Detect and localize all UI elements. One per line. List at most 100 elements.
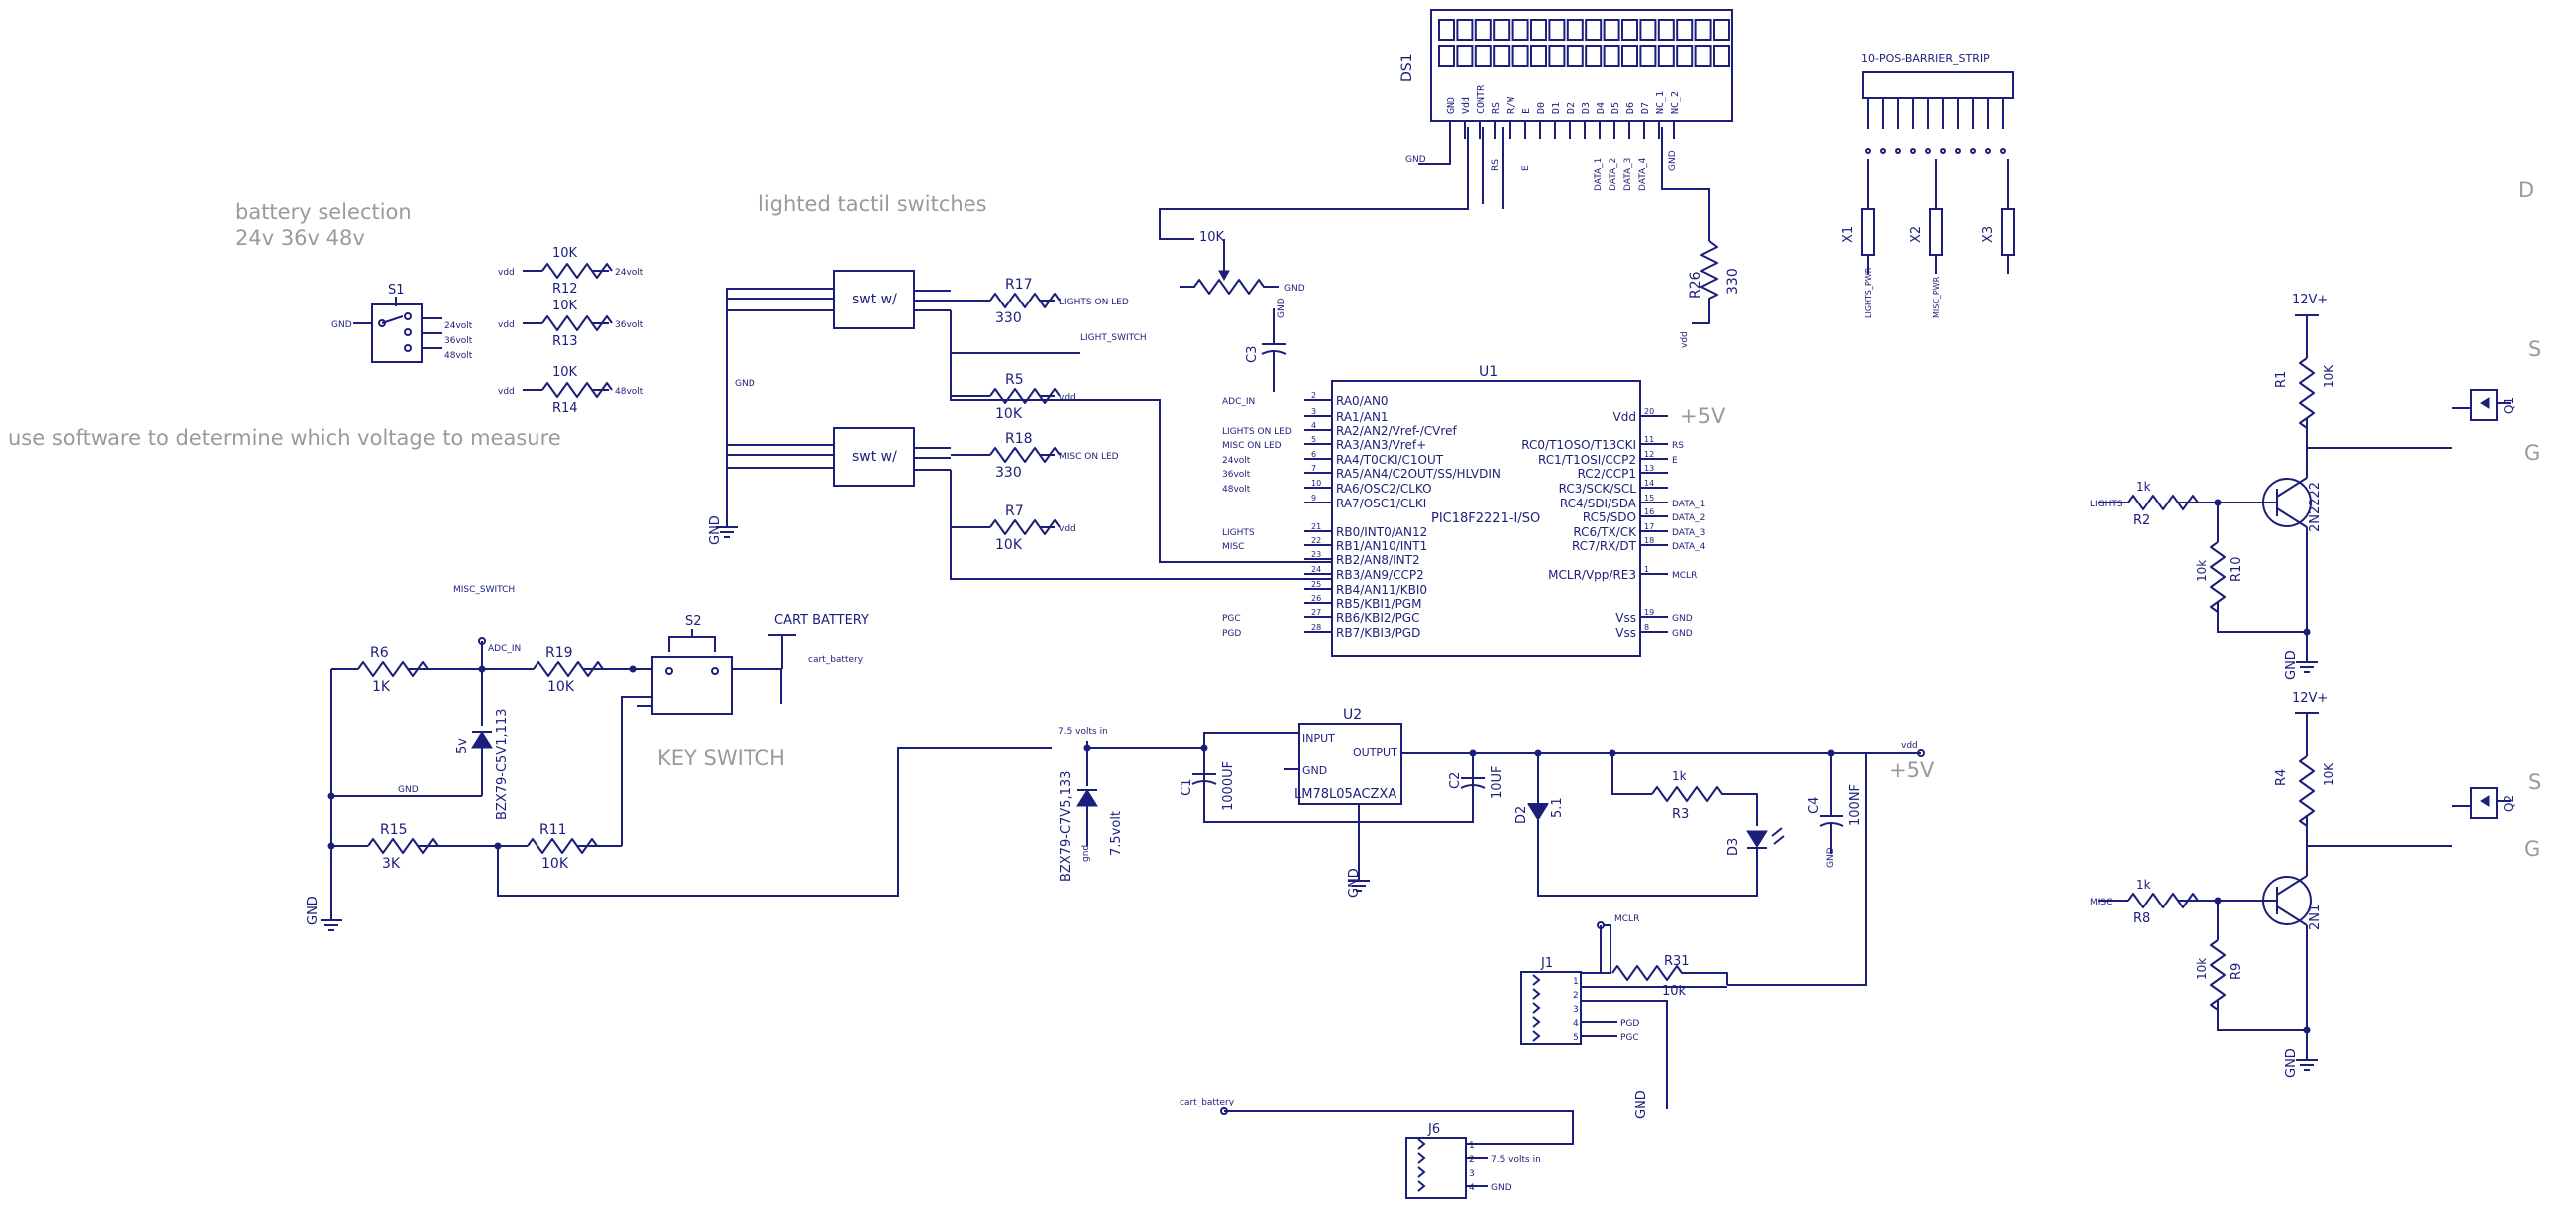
resistor-ref: R17 xyxy=(1005,277,1033,293)
lighted-switch-1: swt w/ xyxy=(833,270,915,329)
lcd-cell xyxy=(1585,45,1603,67)
resistor-value: 330 xyxy=(995,465,1022,481)
resistor-r1 xyxy=(2299,357,2315,429)
u1-right-pin-number: 14 xyxy=(1644,479,1654,488)
q1-g-label: G xyxy=(2524,441,2540,465)
resistor-r9 xyxy=(2210,939,2226,1011)
resistor-value: 10K xyxy=(995,537,1023,553)
vdd-net-label: vdd xyxy=(498,268,515,278)
misc-switch-net: MISC_SWITCH xyxy=(453,585,515,595)
voltage-net-label: 24volt xyxy=(615,268,644,278)
lcd-cell xyxy=(1657,45,1675,67)
lighted-switch-2: swt w/ xyxy=(833,427,915,487)
resistor-r14 xyxy=(541,382,613,398)
u1-left-pin-name: RB5/KBI1/PGM xyxy=(1336,597,1421,611)
ds1-net-data4: DATA_4 xyxy=(1638,157,1648,191)
u1-left-pin-name: RA7/OSC1/CLKI xyxy=(1336,497,1426,510)
j6-pin-contact xyxy=(1417,1138,1426,1150)
lcd-cell xyxy=(1493,45,1511,67)
lcd-cell xyxy=(1713,45,1730,67)
transistor-part: 2N2222 xyxy=(2308,482,2323,532)
j6-pin-contact xyxy=(1417,1180,1426,1192)
d2-value: 5.1 xyxy=(1550,797,1565,818)
c1-value: 1000UF xyxy=(1221,761,1236,811)
j1-pin-number: 4 xyxy=(1573,1019,1579,1029)
u1-left-pin-number: 24 xyxy=(1311,565,1321,574)
junction xyxy=(2303,628,2311,636)
u1-left-pin-name: RA6/OSC2/CLKO xyxy=(1336,482,1432,496)
zener2-gnd-label: gnd xyxy=(1081,845,1091,862)
barrier-pin-terminal xyxy=(1895,148,1901,154)
zener-diode-d-7v5: BZX79-C7V5,133 7.5volt gnd xyxy=(1059,741,1124,882)
switch-gnd-label: GND xyxy=(735,379,755,389)
wire xyxy=(2306,816,2452,847)
u2-ref: U2 xyxy=(1343,707,1362,723)
resistor-ref: R12 xyxy=(552,282,578,297)
resistor-r3: 1k R3 xyxy=(1611,753,1758,826)
cart-battery-net-1: cart_battery xyxy=(808,655,864,665)
u1-left-pin-net: MISC xyxy=(1222,542,1244,552)
wire xyxy=(2217,527,2308,652)
u1-right-pin-name: Vss xyxy=(1615,611,1636,625)
vdd-output-net: vdd xyxy=(1901,741,1918,751)
j6-pin-number: 1 xyxy=(1469,1141,1475,1151)
resistor-value: 10K xyxy=(541,856,569,872)
ground-label: GND xyxy=(2284,650,2299,680)
u2-voltage-regulator: U2 INPUT OUTPUT GND LM78L05ACZXA xyxy=(1294,707,1402,805)
j1-gnd-text: GND xyxy=(1634,1090,1649,1119)
s1-battery-select-switch: S1 GND 24volt 36volt 48volt xyxy=(331,283,473,363)
j1-pin-contact xyxy=(1532,1002,1541,1014)
ds1-pin-label: D1 xyxy=(1551,102,1562,114)
lcd-cell xyxy=(1511,19,1529,41)
ds1-net-rs: RS xyxy=(1491,159,1501,171)
junction xyxy=(2214,499,2222,506)
ds1-pin-label: R/W xyxy=(1506,96,1517,114)
light-switch-net: LIGHT_SWITCH xyxy=(1080,333,1147,343)
barrier-pin-terminal xyxy=(1985,148,1991,154)
pot-gnd-label: GND xyxy=(1284,284,1305,294)
sw1-label: swt w/ xyxy=(852,292,897,307)
s1-net-36: 36volt xyxy=(444,336,473,346)
u1-left-pin-name: RA0/AN0 xyxy=(1336,394,1389,408)
lcd-cell xyxy=(1493,19,1511,41)
contrast-potentiometer: 10K GND xyxy=(1180,230,1305,295)
note-lighted-switches: lighted tactil switches xyxy=(758,192,987,216)
ds1-pin-label: D6 xyxy=(1625,102,1636,114)
u1-right-pin-number: 18 xyxy=(1644,536,1654,545)
u1-left-pin-number: 22 xyxy=(1311,536,1321,545)
u1-right-pin-name: Vdd xyxy=(1613,410,1636,424)
u1-right-pin-number: 15 xyxy=(1644,494,1654,503)
u1-left-pin-name: RB0/INT0/AN12 xyxy=(1336,525,1427,539)
r26-vdd-label: vdd xyxy=(1680,331,1690,348)
driver-input-net: MISC xyxy=(2090,898,2112,907)
u1-left-pin-number: 2 xyxy=(1311,391,1316,400)
c4-ref: C4 xyxy=(1807,797,1822,814)
j1-pin-contact xyxy=(1532,1030,1541,1042)
u1-right-pin-net: GND xyxy=(1672,629,1693,639)
j1-pin-contact xyxy=(1532,988,1541,1000)
j1-pin-number: 5 xyxy=(1573,1033,1579,1043)
u1-right-pin-net: RS xyxy=(1672,441,1684,451)
lcd-cell xyxy=(1639,19,1657,41)
barrier-fuse-x1 xyxy=(1861,208,1875,256)
zener2-part: BZX79-C7V5,133 xyxy=(1059,771,1074,882)
u1-right-pin-number: 19 xyxy=(1644,608,1654,617)
junction xyxy=(2214,897,2222,905)
u1-left-pin-name: RB7/KBI3/PGD xyxy=(1336,626,1420,640)
u1-left-pin-number: 23 xyxy=(1311,550,1321,559)
resistor-ref: R18 xyxy=(1005,431,1033,447)
q1-s-label: S xyxy=(2528,337,2541,361)
mosfet-leads xyxy=(2452,402,2511,409)
barrier-fuse-net: MISC_PWR xyxy=(1932,276,1941,318)
resistor-ref: R15 xyxy=(380,822,408,838)
resistor-value: 10K xyxy=(552,365,578,380)
resistor-r12 xyxy=(541,263,613,279)
resistor-value: 3K xyxy=(382,856,401,872)
resistor-ref: R4 xyxy=(2274,769,2289,786)
barrier-fuse-ref: X2 xyxy=(1909,226,1924,243)
lcd-cell xyxy=(1713,19,1730,41)
resistor-value: 10K xyxy=(547,679,575,695)
barrier-pin-terminal xyxy=(1880,148,1886,154)
zener1-part: BZX79-C5V1,113 xyxy=(495,709,510,820)
